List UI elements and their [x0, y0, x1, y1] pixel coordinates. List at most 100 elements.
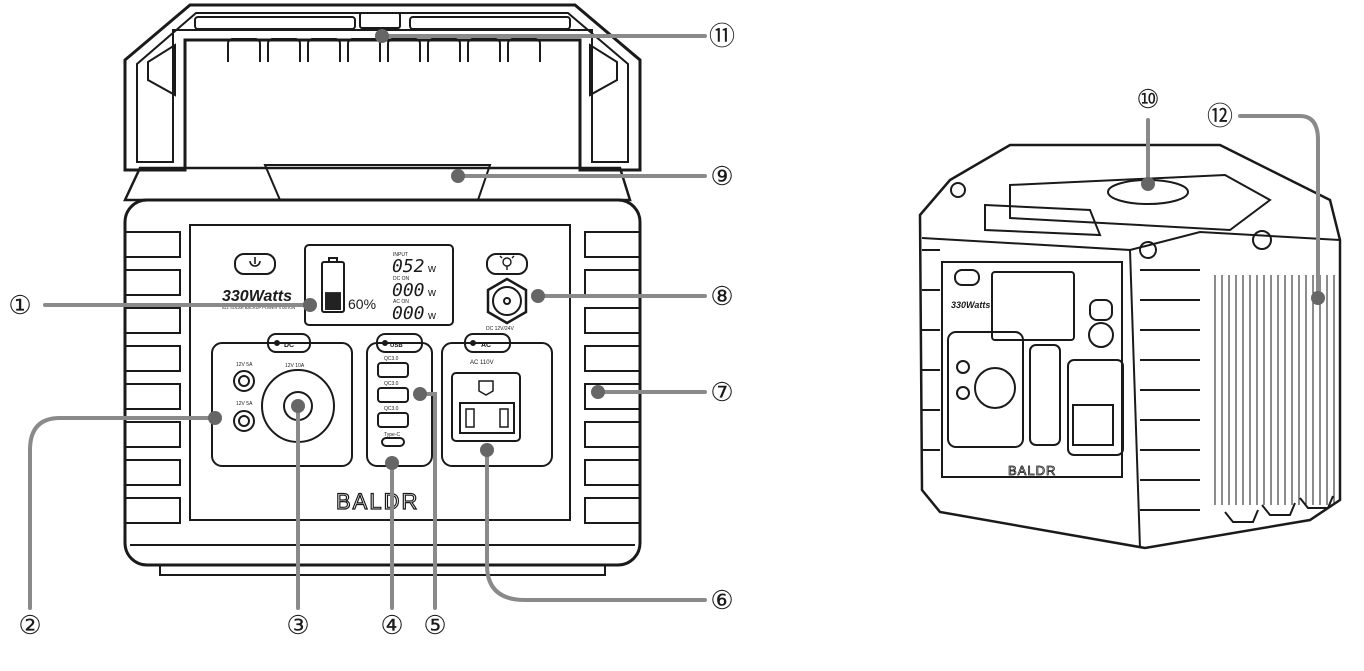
callout-11: ⑪	[709, 21, 735, 51]
usb-port-2[interactable]	[377, 387, 409, 403]
callout-dot-10	[1141, 177, 1155, 191]
usb-port-3[interactable]	[377, 412, 409, 428]
handle-grip-ribs	[227, 38, 541, 62]
ac-on-value: 000	[392, 303, 425, 324]
ac-on-label: AC ON	[393, 299, 409, 305]
callout-lines	[28, 34, 1320, 610]
light-button[interactable]	[486, 253, 528, 275]
perspective-feet	[1224, 495, 1334, 523]
perspective-ac-section	[1067, 359, 1124, 456]
callout-dots	[208, 29, 1325, 470]
perspective-lcd	[991, 271, 1075, 341]
callout-dot-4	[385, 456, 399, 470]
usb-button-label: USB	[390, 343, 403, 349]
dc-port-2[interactable]	[233, 410, 255, 432]
left-side-grip	[125, 231, 181, 524]
usb-c-port[interactable]	[381, 437, 405, 447]
perspective-power-button[interactable]	[954, 269, 980, 286]
callout-4: ④	[380, 610, 403, 640]
perspective-view	[918, 143, 1342, 550]
perspective-brand-logo: BALDR	[1008, 463, 1056, 478]
dc-port-1[interactable]	[233, 370, 255, 392]
top-lid	[1009, 173, 1272, 232]
callout-2: ②	[18, 610, 41, 640]
dc-on-unit: w	[427, 287, 436, 299]
front-panel	[189, 224, 571, 521]
callout-dot-7	[591, 385, 605, 399]
perspective-side-grip	[922, 249, 1200, 511]
usb-output-section	[366, 342, 433, 467]
right-side-grip	[584, 231, 640, 524]
power-button[interactable]	[234, 253, 276, 275]
dc-output-section	[211, 342, 353, 467]
callout-5: ⑤	[423, 610, 446, 640]
callout-dot-3	[291, 399, 305, 413]
perspective-model-badge: 330Watts	[951, 300, 990, 310]
side-vents	[1214, 275, 1335, 505]
dc-port-1-label: 12V 5A	[236, 362, 253, 368]
callout-numbers: ① ② ③ ④ ⑤ ⑥ ⑦ ⑧ ⑨ ⑩ ⑪ ⑫	[8, 21, 1233, 640]
perspective-dc-section	[947, 331, 1024, 448]
perspective-light-button[interactable]	[1089, 299, 1113, 321]
callout-dot-12	[1311, 291, 1325, 305]
main-body	[123, 198, 642, 567]
callout-dot-8	[531, 289, 545, 303]
ac-spec-label: AC 110V	[470, 360, 494, 366]
perspective-ac-outlet[interactable]	[1072, 404, 1114, 446]
front-fills	[325, 292, 341, 310]
battery-fill	[325, 292, 341, 310]
dc-on-value: 000	[392, 280, 425, 301]
usb-port-1-label: QC3.0	[384, 356, 399, 362]
usb-button[interactable]	[376, 333, 423, 353]
battery-percent: 60%	[348, 296, 376, 312]
front-view	[123, 3, 642, 576]
callout-10: ⑩	[1136, 84, 1159, 114]
usb-port-2-label: QC3.0	[384, 381, 399, 387]
callout-6: ⑥	[710, 585, 733, 615]
brand-logo: BALDR	[336, 489, 419, 514]
perspective-text: 330Watts BALDR	[951, 300, 1056, 478]
dc-button[interactable]	[267, 333, 311, 353]
model-badge: 330Watts	[222, 288, 292, 305]
car-port-label: 12V 10A	[285, 363, 305, 369]
dc-input-port[interactable]	[486, 277, 528, 325]
callout-dot-11	[375, 29, 389, 43]
usb-c-label: Type-C	[384, 432, 401, 438]
callout-dot-5	[413, 387, 427, 401]
callout-dot-2	[208, 411, 222, 425]
ac-output-section	[441, 342, 553, 467]
ac-button-label: AC	[481, 342, 491, 349]
callout-dot-9	[451, 169, 465, 183]
callout-8: ⑧	[710, 281, 733, 311]
top-handle	[984, 203, 1102, 237]
callout-dot-6	[480, 443, 494, 457]
ac-button[interactable]	[464, 333, 511, 353]
perspective-usb-section	[1029, 344, 1061, 446]
carry-handle	[123, 3, 642, 172]
input-unit: w	[427, 263, 436, 275]
dc-button-label: DC	[284, 342, 294, 349]
callout-9: ⑨	[710, 161, 733, 191]
callout-3: ③	[286, 610, 309, 640]
dc-on-label: DC ON	[393, 276, 410, 282]
usb-port-1[interactable]	[377, 362, 409, 378]
perspective-dc-input[interactable]	[1088, 322, 1114, 348]
front-text: 330Watts ALL SOLAR BACKUP POWER STATION …	[222, 252, 514, 515]
model-subtitle: ALL SOLAR BACKUP POWER STATION	[222, 305, 295, 310]
callout-12: ⑫	[1207, 101, 1233, 131]
dc-port-2-label: 12V 5A	[236, 401, 253, 407]
callout-1: ①	[8, 290, 31, 320]
usb-port-3-label: QC3.0	[384, 406, 399, 412]
light-bulb-icon	[499, 255, 515, 270]
lcd-screen	[304, 244, 454, 326]
input-label: INPUT	[393, 252, 408, 258]
power-icon	[249, 257, 261, 267]
callout-dot-1	[303, 298, 317, 312]
ac-on-unit: w	[427, 310, 436, 322]
ac-outlet[interactable]	[451, 372, 521, 442]
input-value: 052	[392, 256, 425, 277]
callout-7: ⑦	[710, 377, 733, 407]
dc-input-label: DC 12V/24V	[486, 326, 514, 332]
